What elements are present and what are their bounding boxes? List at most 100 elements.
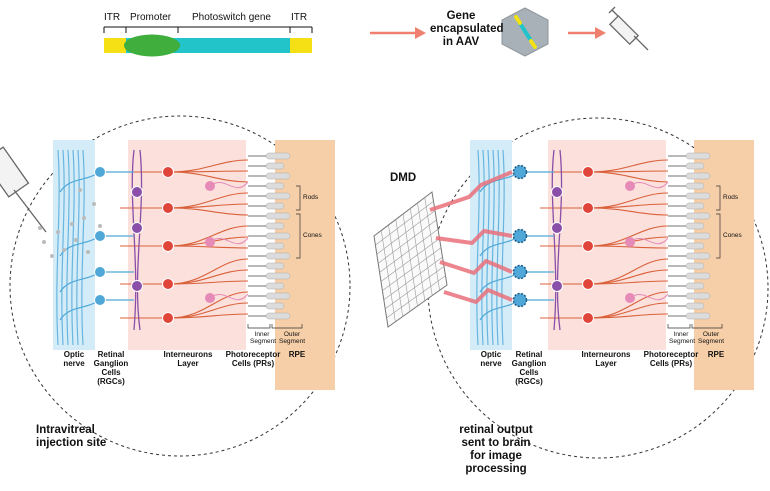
rgc-cell [512,228,528,244]
rod-outer-segment [685,232,711,240]
left-rpe-label: RPE [288,350,306,359]
right-inner-segment-label: Inner Segment [669,331,696,345]
amacrine-cell [131,280,143,292]
optic-nerve-fiber [56,149,60,346]
cones-bracket [296,213,301,259]
left-rods-label: Rods [303,194,319,201]
outer-segment-bracket [691,324,723,329]
cone-outer-segment [685,282,705,290]
cone-outer-segment [265,182,285,190]
label-line: Segment [250,338,277,345]
cone-outer-segment [265,222,285,230]
label-line: nerve [480,359,502,368]
cone-outer-segment [685,202,705,210]
optic-nerve-fiber [501,149,505,346]
light-beams [429,170,513,304]
optic-nerve-fiber [71,149,75,346]
light-beam [443,288,513,304]
optic-nerve-fiber [481,149,485,346]
label-line: Layer [595,359,617,368]
cone-outer-segment [685,242,705,250]
cone-outer-segment [265,302,285,310]
dmd-grid-line [386,275,446,319]
aav-caption-line: in AAV [442,36,480,48]
left-rpe-band [275,140,335,390]
rgc-cell [94,266,106,278]
injection-syringe-icon [0,146,102,258]
left-interneurons-label: Interneurons Layer [148,350,228,368]
cone-outer-segment [685,302,705,310]
light-beam [439,259,513,275]
left-photoreceptor-label: Photoreceptor Cells (PRs) [222,350,284,368]
left-retina-panel [9,115,351,457]
cone-outer-segment [265,162,285,170]
amacrine-cell [551,222,563,234]
bipolar-cell [162,312,174,324]
optic-nerve-fiber [76,149,80,346]
optic-nerve-fiber [486,149,490,346]
dmd-grid-line [382,247,442,291]
optic-nerve-fiber [476,149,480,346]
process-arrow-1 [370,27,426,39]
caption-line: processing [465,463,527,475]
label-line: Optic [480,350,502,359]
label-line: Segment [669,338,696,345]
dmd-grid-line [380,238,440,282]
dmd-device [373,191,448,328]
itr-right-segment [290,38,312,53]
left-inner-segment-label: Inner Segment [250,331,277,345]
bipolar-dendrite [589,313,669,319]
rgc-cell [512,292,528,308]
amacrine-cell [551,280,563,292]
inner-segment-bracket [667,324,691,329]
bipolar-cell [162,240,174,252]
label-line: (RGCs) [97,377,125,386]
promoter-segment [124,34,180,57]
right-outer-segment-label: Outer Segment [696,331,726,345]
optic-nerve-fiber [61,149,65,346]
caption-line: sent to brain [461,437,531,449]
syringe-icon [608,6,649,51]
bipolar-cell [162,278,174,290]
left-rgc-label: Retinal Ganglion Cells (RGCs) [86,350,136,386]
light-beam [435,229,513,245]
rod-outer-segment [265,252,291,260]
cones-bracket [716,213,721,259]
outer-segment-bracket [271,324,303,329]
rod-outer-segment [265,312,291,320]
cone-outer-segment [685,182,705,190]
right-cones-label: Cones [723,232,742,239]
inner-segment-bracket [247,324,271,329]
cone-outer-segment [265,282,285,290]
rod-outer-segment [265,272,291,280]
bipolar-dendrite [589,171,669,183]
bipolar-cell [582,312,594,324]
label-line: (RGCs) [515,377,543,386]
horizontal-cell [625,181,635,191]
dmd-grid-line [376,210,436,255]
dmd-label: DMD [390,172,417,184]
aav-caption-line: Gene [446,10,476,22]
right-interneurons-label: Interneurons Layer [566,350,646,368]
rod-outer-segment [265,212,291,220]
label-line: Ganglion [511,359,547,368]
bipolar-cell [582,166,594,178]
label-line: Cells [519,368,539,377]
gene-construct [103,26,313,57]
label-line: Ganglion [93,359,129,368]
label-line: Segment [278,338,306,345]
label-line: nerve [63,359,85,368]
right-photoreceptor-label: Photoreceptor Cells (PRs) [640,350,702,368]
horizontal-cell [205,181,215,191]
left-outer-segment-label: Outer Segment [277,331,307,345]
right-panel-caption: retinal output sent to brain for image p… [446,424,546,476]
dmd-grid-line [378,219,437,264]
amacrine-cell [131,186,143,198]
itr-left-label: ITR [104,12,121,23]
bipolar-cell [162,202,174,214]
process-arrow-2 [568,27,606,39]
label-line: Photoreceptor [225,350,281,359]
right-optic-nerve-label: Optic nerve [473,350,509,368]
rgc-cell [94,230,106,242]
bipolar-dendrite [169,245,249,249]
